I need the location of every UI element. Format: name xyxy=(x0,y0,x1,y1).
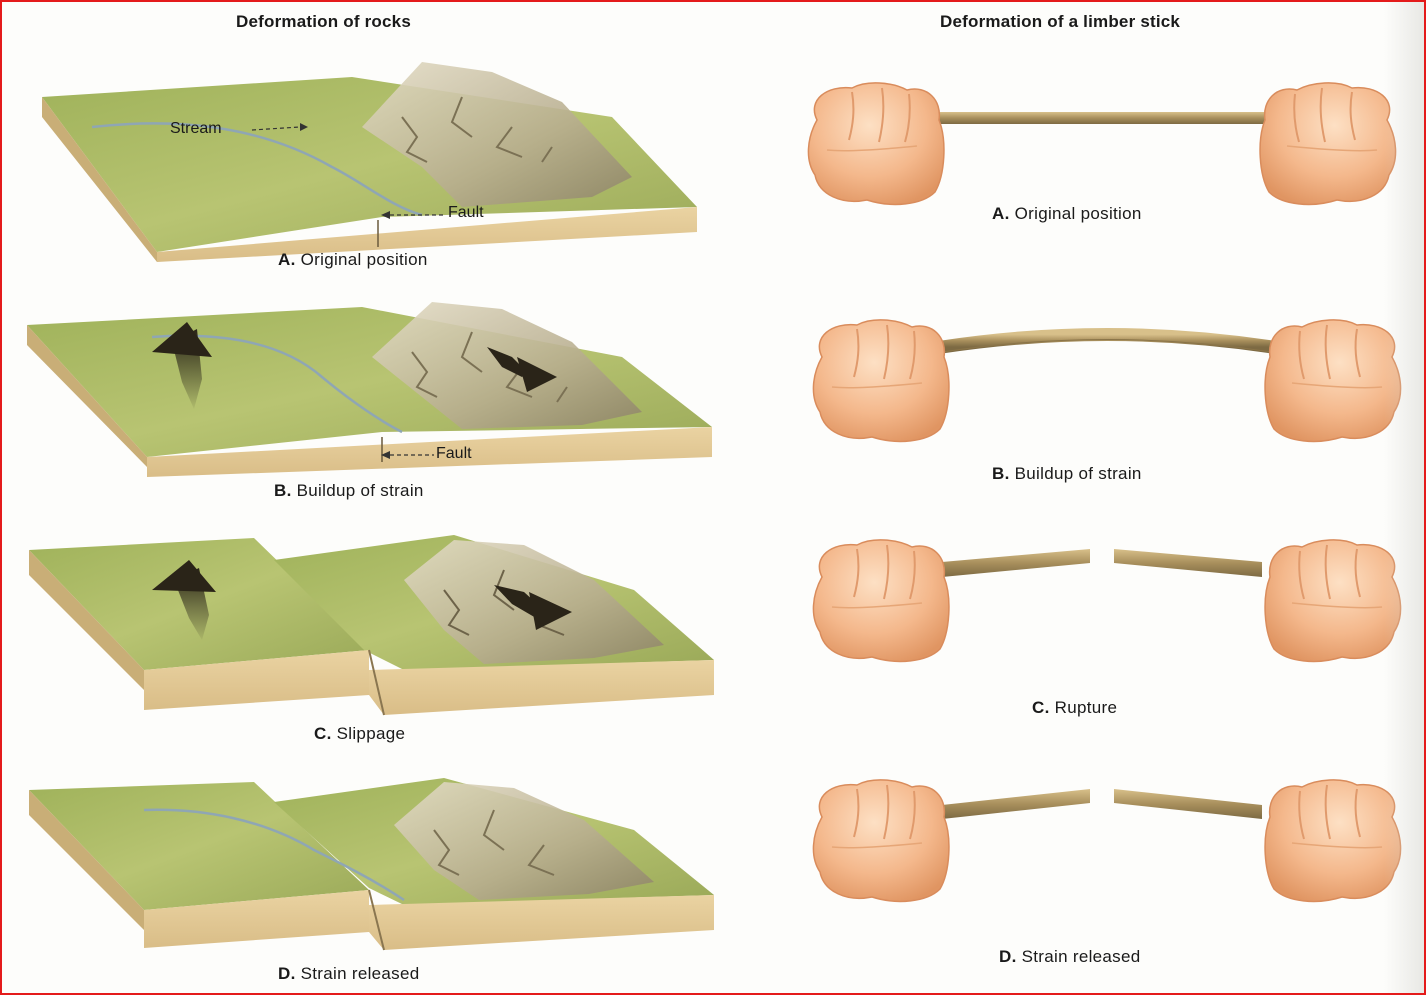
stick-hands-c xyxy=(802,537,1412,672)
left-fist-icon xyxy=(813,780,949,902)
heading-stick: Deformation of a limber stick xyxy=(940,12,1180,32)
stick-hands-a xyxy=(797,80,1407,210)
page-edge-shadow xyxy=(1384,2,1424,993)
stream-label: Stream xyxy=(170,120,222,138)
left-fist-icon xyxy=(813,540,949,662)
stick-left-piece xyxy=(942,549,1090,577)
stick-left-piece xyxy=(942,789,1090,819)
right-fist-icon xyxy=(1265,540,1401,662)
fault-pointer-b xyxy=(378,445,438,465)
rock-block-b xyxy=(22,297,722,487)
heading-rocks: Deformation of rocks xyxy=(236,12,411,32)
rock-caption-a: A. Original position xyxy=(278,250,428,270)
fault-pointer-a xyxy=(378,205,448,225)
stick-caption-b: B. Buildup of strain xyxy=(992,464,1142,484)
rock-block-c xyxy=(24,530,724,725)
stream-pointer xyxy=(250,120,310,140)
stick-hands-d xyxy=(802,777,1412,912)
rock-block-a xyxy=(32,57,712,257)
stick-caption-a: A. Original position xyxy=(992,204,1142,224)
fault-label-a: Fault xyxy=(448,204,484,222)
stick-right-piece xyxy=(1114,789,1262,819)
rock-caption-d: D. Strain released xyxy=(278,964,419,984)
right-fist-icon xyxy=(1265,320,1401,442)
stick-hands-b xyxy=(802,317,1412,452)
stick-caption-d: D. Strain released xyxy=(999,947,1140,967)
left-fist-icon xyxy=(813,320,949,442)
stick-right-piece xyxy=(1114,549,1262,577)
stick-caption-c: C. Rupture xyxy=(1032,698,1117,718)
fault-label-b: Fault xyxy=(436,445,472,463)
left-fist-icon xyxy=(808,83,944,205)
rock-caption-c: C. Slippage xyxy=(314,724,405,744)
stick xyxy=(937,112,1267,124)
rock-caption-b: B. Buildup of strain xyxy=(274,481,424,501)
right-fist-icon xyxy=(1260,83,1396,205)
right-fist-icon xyxy=(1265,780,1401,902)
rock-block-d xyxy=(24,770,724,955)
